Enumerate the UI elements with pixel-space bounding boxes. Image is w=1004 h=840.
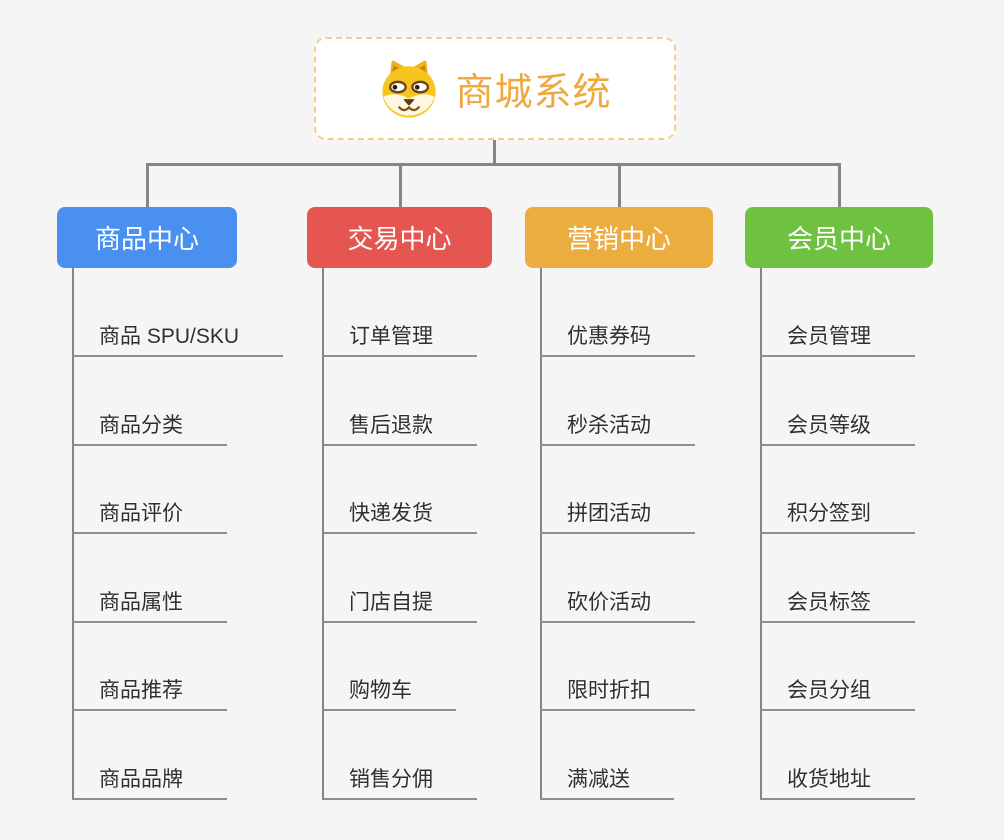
leaf-node[interactable]: 商品 SPU/SKU: [72, 321, 284, 357]
leaf-node[interactable]: 砍价活动: [540, 587, 695, 623]
leaf-node[interactable]: 快递发货: [322, 498, 477, 534]
leaf-node[interactable]: 售后退款: [322, 410, 477, 446]
leaf-node[interactable]: 商品评价: [72, 498, 227, 534]
leaf-node[interactable]: 商品属性: [72, 587, 227, 623]
leaf-node[interactable]: 限时折扣: [540, 675, 695, 711]
leaf-node[interactable]: 销售分佣: [322, 764, 477, 800]
branch-node[interactable]: 商品中心: [57, 207, 237, 268]
branch-stub-connector: [146, 163, 149, 207]
dog-icon: [378, 59, 440, 119]
leaf-node[interactable]: 收货地址: [760, 764, 915, 800]
leaf-node[interactable]: 门店自提: [322, 587, 477, 623]
branch-stub-connector: [838, 163, 841, 207]
leaf-node[interactable]: 订单管理: [322, 321, 477, 357]
leaf-node[interactable]: 商品品牌: [72, 764, 227, 800]
branch-spine-connector: [540, 268, 542, 800]
root-node[interactable]: 商城系统: [314, 37, 676, 140]
root-connector: [493, 140, 496, 166]
branch-node[interactable]: 营销中心: [525, 207, 713, 268]
leaf-node[interactable]: 优惠券码: [540, 321, 695, 357]
branch-spine-connector: [760, 268, 762, 800]
horizontal-rail-connector: [146, 163, 841, 166]
leaf-node[interactable]: 会员管理: [760, 321, 915, 357]
leaf-node[interactable]: 会员等级: [760, 410, 915, 446]
leaf-node[interactable]: 购物车: [322, 675, 456, 711]
branch-stub-connector: [398, 163, 402, 207]
branch-label: 会员中心: [786, 224, 891, 254]
branch-stub-connector: [618, 163, 621, 207]
leaf-node[interactable]: 拼团活动: [540, 498, 695, 534]
leaf-node[interactable]: 商品推荐: [72, 675, 227, 711]
branch-node[interactable]: 会员中心: [745, 207, 933, 268]
leaf-node[interactable]: 商品分类: [72, 410, 227, 446]
branch-spine-connector: [322, 268, 324, 800]
leaf-node[interactable]: 会员标签: [760, 587, 915, 623]
root-title: 商城系统: [455, 72, 612, 114]
leaf-node[interactable]: 积分签到: [760, 498, 915, 534]
branch-label: 交易中心: [347, 224, 452, 254]
leaf-node[interactable]: 秒杀活动: [540, 410, 695, 446]
branch-label: 营销中心: [566, 224, 671, 254]
branch-label: 商品中心: [94, 224, 199, 254]
leaf-node[interactable]: 满减送: [540, 764, 674, 800]
branch-spine-connector: [72, 268, 74, 800]
leaf-node[interactable]: 会员分组: [760, 675, 915, 711]
branch-node[interactable]: 交易中心: [307, 207, 492, 268]
